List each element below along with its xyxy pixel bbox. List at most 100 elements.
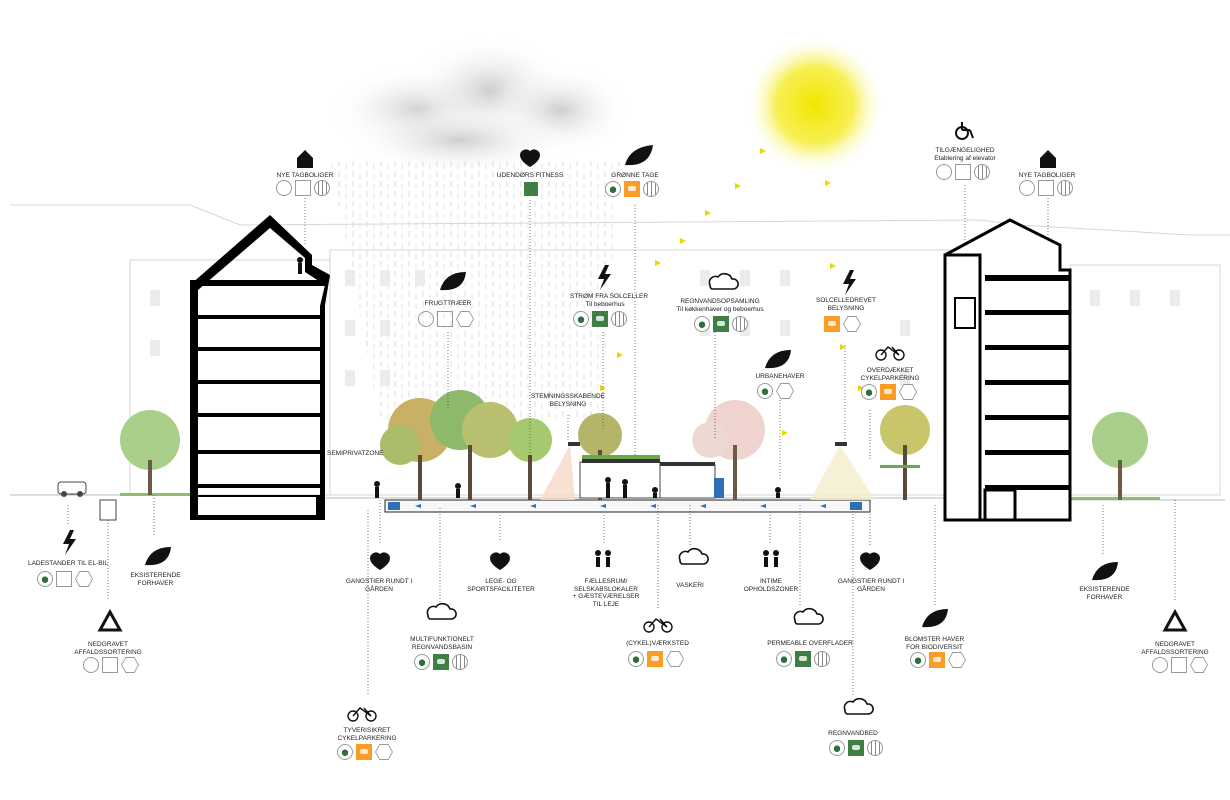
square-icon [56, 571, 72, 587]
sdg-icon [880, 384, 896, 400]
label-gangstier-right: GANGSTIER RUNDT I GÅRDEN [832, 578, 910, 593]
label-tilgaengelighed: TILGÆNGELIGHED Etablering af elevator [925, 147, 1005, 162]
city-icon [814, 651, 830, 667]
icon-row [829, 740, 883, 756]
swan-ecolabel-icon [910, 652, 926, 668]
label-line: AFFALDSSORTERING [1141, 648, 1209, 656]
label-line: + GÆSTEVÆRELSER [572, 593, 640, 600]
label-regnvandbed: REGNVANDBED [828, 730, 878, 737]
label-line: REGNVANDSOPSAMLING [680, 298, 760, 305]
swan-ecolabel-icon [694, 316, 710, 332]
label-lege: LEGE- OG SPORTSFACILITETER [465, 578, 537, 593]
square-icon [437, 311, 453, 327]
swan-ecolabel-icon [861, 384, 877, 400]
label-faellesrum: FÆLLESRUM/ SELSKABSLOKALER + GÆSTEVÆRELS… [570, 578, 642, 608]
sdg-icon [647, 651, 663, 667]
circle-icon [83, 657, 99, 673]
label-line: LEGE- OG [485, 578, 517, 585]
label-multifunktionelt: MULTIFUNKTIONELT REGNVANDSBASIN [402, 636, 482, 651]
swan-ecolabel-icon [573, 311, 589, 327]
label-nye-tagboliger-right: NYE TAGBOLIGER [1018, 172, 1076, 179]
hexagon-icon [75, 571, 93, 587]
hexagon-icon [776, 383, 794, 399]
label-line: CYKELPARKERING [860, 374, 920, 382]
label-semiprivatzone: SEMIPRIVATZONE [327, 450, 384, 457]
heart-icon [370, 149, 880, 570]
label-line: INTIME [759, 578, 783, 585]
city-icon [314, 180, 330, 196]
label-line: GÅRDEN [365, 585, 393, 593]
sdg-icon [824, 316, 840, 332]
icon-row [1019, 180, 1073, 196]
label-line: Til køkkenhaver og beboerhus [676, 305, 764, 313]
swan-ecolabel-icon [776, 651, 792, 667]
label-line: Etablering af elevator [934, 154, 996, 162]
sdg-icon [356, 744, 372, 760]
hexagon-icon [948, 652, 966, 668]
label-line: EKSISTERENDE [130, 572, 181, 579]
grass-right [1070, 497, 1160, 500]
label-line: BLOMSTER HAVER [904, 636, 965, 643]
sdg-icon [433, 654, 449, 670]
cloud-rain-icon [426, 272, 874, 715]
basin-right [850, 502, 862, 510]
label-line: TIL LEJE [592, 600, 620, 608]
wheelchair-icon [955, 122, 974, 140]
icon-row [573, 311, 627, 327]
city-icon [643, 181, 659, 197]
hexagon-icon [1190, 657, 1208, 673]
hexagon-icon [375, 744, 393, 760]
square-icon [955, 164, 971, 180]
label-line: BELYSNING [549, 400, 587, 408]
label-solcelledrevet: SOLCELLEDREVET BELYSNING [810, 297, 882, 312]
hexagon-icon [843, 316, 861, 332]
label-line: SOLCELLEDREVET [816, 297, 876, 304]
square-icon [1038, 180, 1054, 196]
swan-ecolabel-icon [37, 571, 53, 587]
city-icon [611, 311, 627, 327]
city-icon [452, 654, 468, 670]
icon-row [861, 384, 917, 400]
label-udendors-fitness: UDENDØRS FITNESS [496, 172, 564, 179]
icon-row [776, 651, 830, 667]
swan-ecolabel-icon [829, 740, 845, 756]
left-building [190, 215, 330, 520]
rain-cloud [330, 35, 630, 175]
hexagon-icon [899, 384, 917, 400]
city-icon [732, 316, 748, 332]
pavilions [540, 442, 920, 500]
bicycle-icon [347, 346, 905, 722]
icon-row [83, 657, 139, 673]
icon-row [414, 654, 468, 670]
square-icon [102, 657, 118, 673]
hexagon-icon [456, 311, 474, 327]
label-gronne-tage: GRØNNE TAGE [611, 172, 659, 179]
label-line: TILGÆNGELIGHED [935, 147, 995, 154]
label-strom-solceller: STRØM FRA SOLCELLER Til beboerhus [570, 293, 648, 308]
sdg-icon [592, 311, 608, 327]
label-intime: INTIME OPHOLDSZONER [740, 578, 802, 593]
icon-row [1152, 657, 1208, 673]
label-line: NEDGRAVET [1155, 641, 1195, 648]
label-cykelvaerksted: (CYKEL)VÆRKSTED [626, 640, 689, 647]
icon-row [337, 744, 393, 760]
basin-left [388, 502, 400, 510]
square-icon [1171, 657, 1187, 673]
water-flow [415, 504, 826, 508]
sdg-icon [713, 316, 729, 332]
swan-ecolabel-icon [605, 181, 621, 197]
label-line: EKSISTERENDE [1079, 586, 1130, 593]
label-line: FOR BIODIVERSIT [906, 643, 963, 651]
leader-lines [67, 185, 1176, 695]
city-icon [867, 740, 883, 756]
label-line: STEMNINGSSKABENDE [530, 393, 606, 400]
label-tyverisikret: TYVERISIKRET CYKELPARKERING [328, 727, 406, 742]
circle-icon [936, 164, 952, 180]
fitness-sdg-badge [524, 182, 538, 196]
sdg-icon [624, 181, 640, 197]
grass-left [120, 493, 190, 496]
circle-icon [418, 311, 434, 327]
city-icon [1057, 180, 1073, 196]
